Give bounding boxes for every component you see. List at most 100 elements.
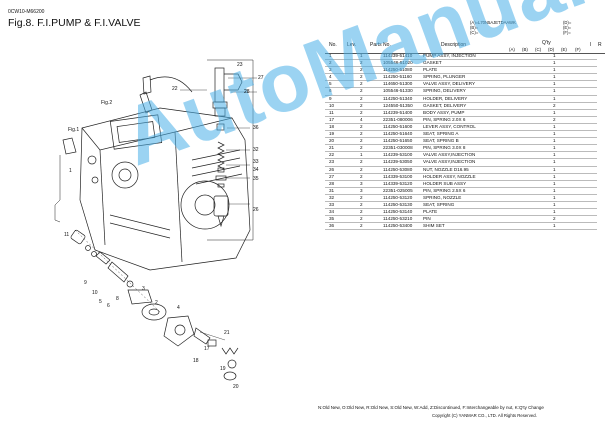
part-description-cell: PIN — [423, 215, 553, 224]
part-extra-cell — [593, 173, 597, 181]
part-qty-a-cell: 1 — [553, 194, 593, 202]
part-extra-cell — [593, 137, 597, 146]
pump-exploded-view — [54, 155, 239, 381]
part-extra-cell — [593, 102, 597, 110]
part-extra-cell — [593, 201, 597, 210]
part-no-cell: 35 — [325, 215, 360, 224]
part-extra-cell — [593, 215, 597, 224]
part-lev-cell: 2 — [360, 166, 383, 174]
part-extra-cell — [593, 116, 597, 124]
part-description-cell: PUMP ASSY, INJECTION — [423, 53, 553, 61]
nozzle-exploded-view — [180, 59, 257, 241]
part-number-cell: 105546-51020 — [383, 59, 423, 68]
part-qty-a-cell: 2 — [553, 215, 593, 224]
part-no-cell: 1 — [325, 53, 360, 61]
footer-legend: N:Old New, O:Old New, R:Old New, S:Old N… — [318, 405, 544, 410]
callout-20: 20 — [233, 384, 239, 390]
part-extra-cell — [593, 180, 597, 188]
part-qty-a-cell: 1 — [553, 66, 593, 75]
callout-fig2: Fig.2 — [101, 100, 113, 106]
col-header-description: Description — [441, 42, 467, 48]
part-qty-a-cell: 1 — [553, 201, 593, 210]
part-qty-a-cell: 2 — [553, 116, 593, 124]
part-number-cell: 22351-030008 — [383, 144, 423, 153]
part-description-cell: HOLDER SUB ASSY — [423, 180, 553, 188]
part-no-cell: 28 — [325, 180, 360, 188]
part-lev-cell: 2 — [360, 80, 383, 89]
qty-col-f: (F) — [575, 47, 581, 52]
part-no-cell: 10 — [325, 102, 360, 110]
callout-19: 19 — [220, 366, 226, 372]
col-header-i: I — [590, 42, 592, 48]
part-qty-a-cell: 1 — [553, 173, 593, 181]
part-qty-a-cell: 1 — [553, 151, 593, 160]
part-no-cell: 4 — [325, 73, 360, 82]
part-description-cell: SPRING, DELIVERY — [423, 87, 553, 96]
callout-3: 3 — [142, 286, 145, 292]
part-description-cell: VALVE ASSY, DELIVERY — [423, 80, 553, 89]
part-no-cell: 3 — [325, 66, 360, 75]
col-header-parts-no: Parts No. — [370, 42, 391, 48]
model-codes-right: (D)= (E)= (F)= — [563, 20, 571, 35]
part-number-cell: 22351-025005 — [383, 187, 423, 195]
callout-35: 35 — [253, 176, 259, 182]
part-extra-cell — [593, 73, 597, 82]
part-qty-a-cell: 1 — [553, 144, 593, 153]
part-number-cell: 114250-51160 — [383, 73, 423, 82]
part-description-cell: PIN, SPRING 2.5X 6 — [423, 187, 553, 195]
part-description-cell: SEAT, SPRING A — [423, 130, 553, 139]
callout-17: 17 — [204, 346, 210, 352]
col-header-qty: Q'ty — [542, 40, 551, 46]
part-description-cell: PLATE — [423, 208, 553, 217]
model-code-f: (F)= — [563, 30, 571, 35]
qty-col-d: (D) — [548, 47, 555, 52]
part-no-cell: 2 — [325, 59, 360, 68]
model-code-e: (E)= — [563, 25, 572, 30]
part-no-cell: 23 — [325, 158, 360, 167]
model-code-b: (B)= — [470, 25, 479, 30]
part-lev-cell: 2 — [360, 59, 383, 68]
part-qty-a-cell: 1 — [553, 59, 593, 68]
callout-36: 36 — [253, 125, 259, 131]
part-number-cell: 114250-51080 — [383, 66, 423, 75]
part-lev-cell: 3 — [360, 187, 383, 195]
part-description-cell: BODY ASSY, PUMP — [423, 109, 553, 117]
callout-11: 11 — [64, 232, 70, 238]
part-lev-cell: 2 — [360, 87, 383, 96]
part-qty-a-cell: 1 — [553, 166, 593, 174]
part-description-cell: HOLDER ASSY, NOZZLE — [423, 173, 553, 181]
part-lev-cell: 2 — [360, 194, 383, 202]
part-lev-cell: 2 — [360, 130, 383, 139]
part-no-cell: 6 — [325, 87, 360, 96]
part-qty-a-cell: 1 — [553, 73, 593, 82]
part-description-cell: VALVE ASSY,INJECTION — [423, 151, 553, 160]
part-no-cell: 32 — [325, 194, 360, 202]
qty-col-a: (A) — [509, 47, 515, 52]
part-number-cell: 105546-51330 — [383, 87, 423, 96]
part-extra-cell — [593, 87, 597, 96]
model-code-c: (C)= — [470, 30, 479, 35]
part-extra-cell — [593, 95, 597, 103]
part-qty-a-cell: 1 — [553, 137, 593, 146]
part-extra-cell — [593, 166, 597, 174]
part-lev-cell: 2 — [360, 66, 383, 75]
part-qty-a-cell: 1 — [553, 158, 593, 167]
part-extra-cell — [593, 208, 597, 217]
part-no-cell: 18 — [325, 123, 360, 132]
callout-6: 6 — [107, 303, 110, 309]
part-number-cell: 114250-51600 — [383, 123, 423, 132]
